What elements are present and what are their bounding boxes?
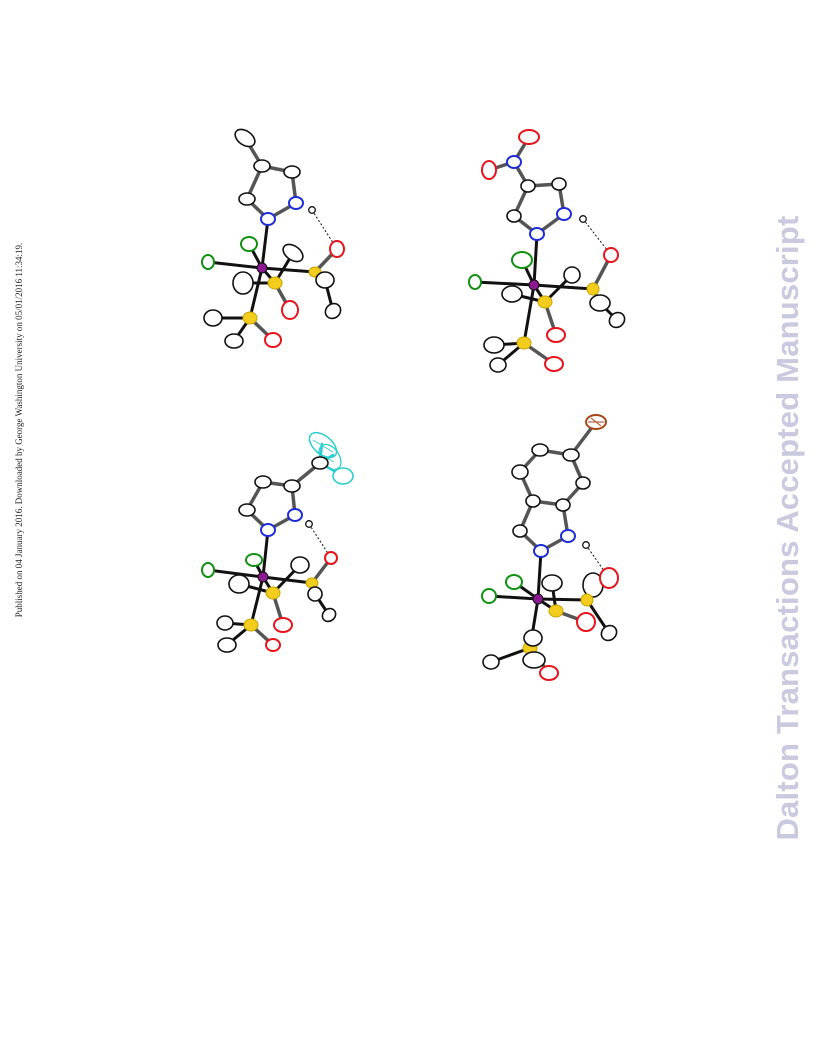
structure-1 bbox=[201, 128, 345, 349]
structure-3 bbox=[201, 431, 354, 653]
structure-4 bbox=[481, 414, 619, 681]
structure-2 bbox=[468, 129, 626, 373]
